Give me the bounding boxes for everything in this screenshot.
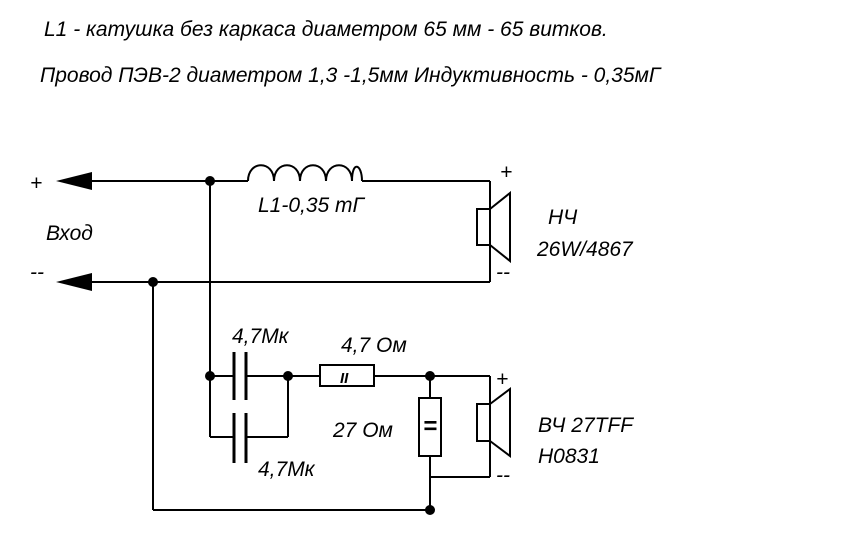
input-minus-label: --	[30, 261, 44, 284]
inductor-label: L1-0,35 mГ	[258, 194, 366, 217]
input-label: Вход	[46, 222, 93, 245]
woofer-minus-label: --	[496, 261, 510, 284]
junction-dot	[148, 277, 158, 287]
junction-dot	[283, 371, 293, 381]
junction-dot	[425, 505, 435, 515]
woofer-speaker-magnet	[476, 208, 491, 246]
junction-dot	[205, 371, 215, 381]
junction-dot	[425, 371, 435, 381]
resistor-series-label: 4,7 Ом	[341, 334, 407, 357]
arrow-input-minus-icon	[56, 273, 92, 291]
tweeter-plus-label: +	[496, 368, 508, 391]
tweeter-minus-label: --	[496, 464, 510, 487]
woofer-label-line2: 26W/4867	[536, 238, 634, 261]
resistor-shunt-mark: =	[423, 413, 437, 440]
header-line-1: L1 - катушка без каркаса диаметром 65 мм…	[44, 18, 608, 41]
resistor-shunt-label: 27 Ом	[332, 419, 393, 442]
header-line-2: Провод ПЭВ-2 диаметром 1,3 -1,5мм Индукт…	[40, 64, 661, 87]
woofer-speaker-cone	[489, 190, 511, 264]
woofer-plus-label: +	[500, 161, 512, 184]
tweeter-label-line1: ВЧ 27TFF	[538, 414, 634, 437]
woofer-label-line1: НЧ	[548, 206, 578, 229]
inductor-coil	[247, 164, 363, 182]
resistor-series-mark: II	[340, 370, 349, 387]
tweeter-speaker-cone	[489, 387, 511, 458]
capacitor-bottom-label: 4,7Мк	[258, 458, 316, 481]
tweeter-label-line2: H0831	[538, 445, 600, 468]
arrow-input-plus-icon	[56, 172, 92, 190]
input-plus-label: +	[30, 172, 42, 195]
junction-dot	[205, 176, 215, 186]
capacitor-top-label: 4,7Мк	[232, 325, 290, 348]
tweeter-speaker-magnet	[476, 403, 491, 442]
